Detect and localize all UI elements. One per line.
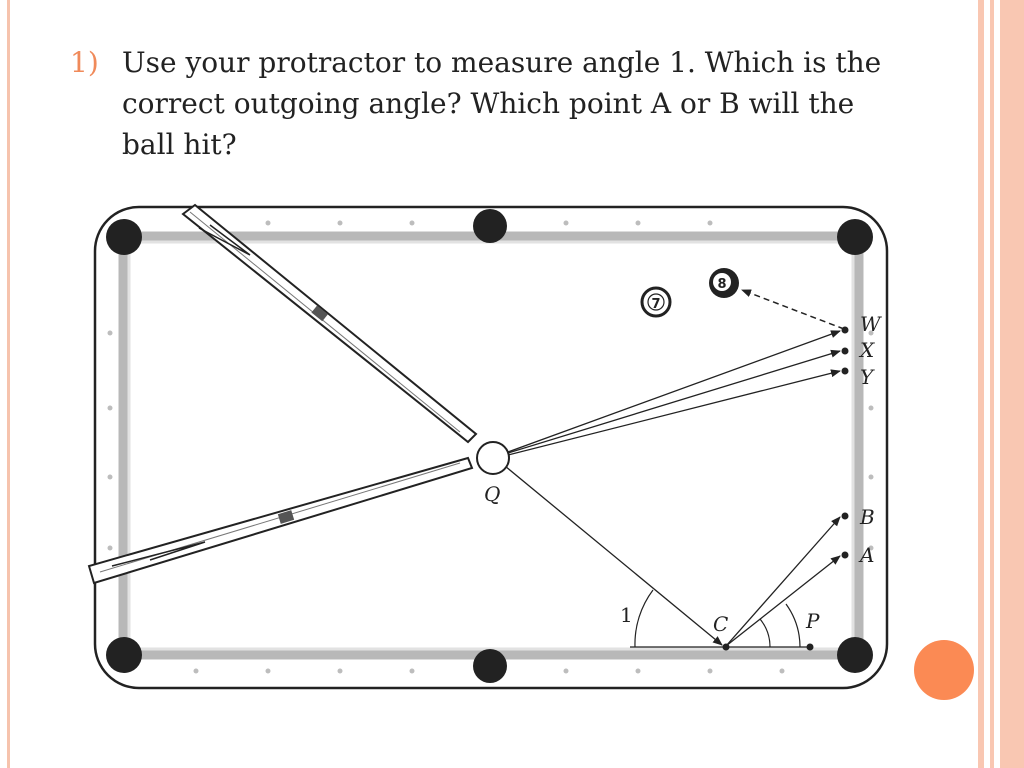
ball-eight: 8 (709, 268, 739, 298)
label-p: P (805, 609, 820, 633)
label-b: B (859, 505, 875, 529)
label-angle-1: 1 (620, 603, 633, 627)
label-c: C (713, 612, 728, 636)
ball-seven: 7 (640, 286, 672, 318)
pockets (106, 209, 873, 683)
angle-arcs (634, 589, 801, 648)
left-decorative-rule (7, 0, 10, 768)
label-w: W (860, 312, 882, 336)
shot-lines-wxy (507, 330, 841, 456)
question-text: Use your protractor to measure angle 1. … (122, 46, 882, 161)
question-number: 1) (70, 46, 99, 79)
right-decorative-stripes (978, 0, 1024, 768)
cue-stick-upper (181, 203, 478, 444)
decorative-orange-dot (914, 640, 974, 700)
label-x: X (858, 338, 875, 362)
bank-shot-lines (504, 465, 841, 647)
svg-text:8: 8 (717, 277, 726, 292)
cue-ball (476, 441, 510, 475)
rail-sight-dots (107, 220, 874, 674)
label-y: Y (860, 365, 875, 389)
target-points (722, 326, 849, 651)
dashed-path-to-eight (741, 289, 845, 330)
svg-text:7: 7 (651, 297, 660, 312)
label-q: Q (484, 482, 500, 506)
label-a: A (858, 543, 874, 567)
cue-stick-lower (87, 456, 474, 585)
